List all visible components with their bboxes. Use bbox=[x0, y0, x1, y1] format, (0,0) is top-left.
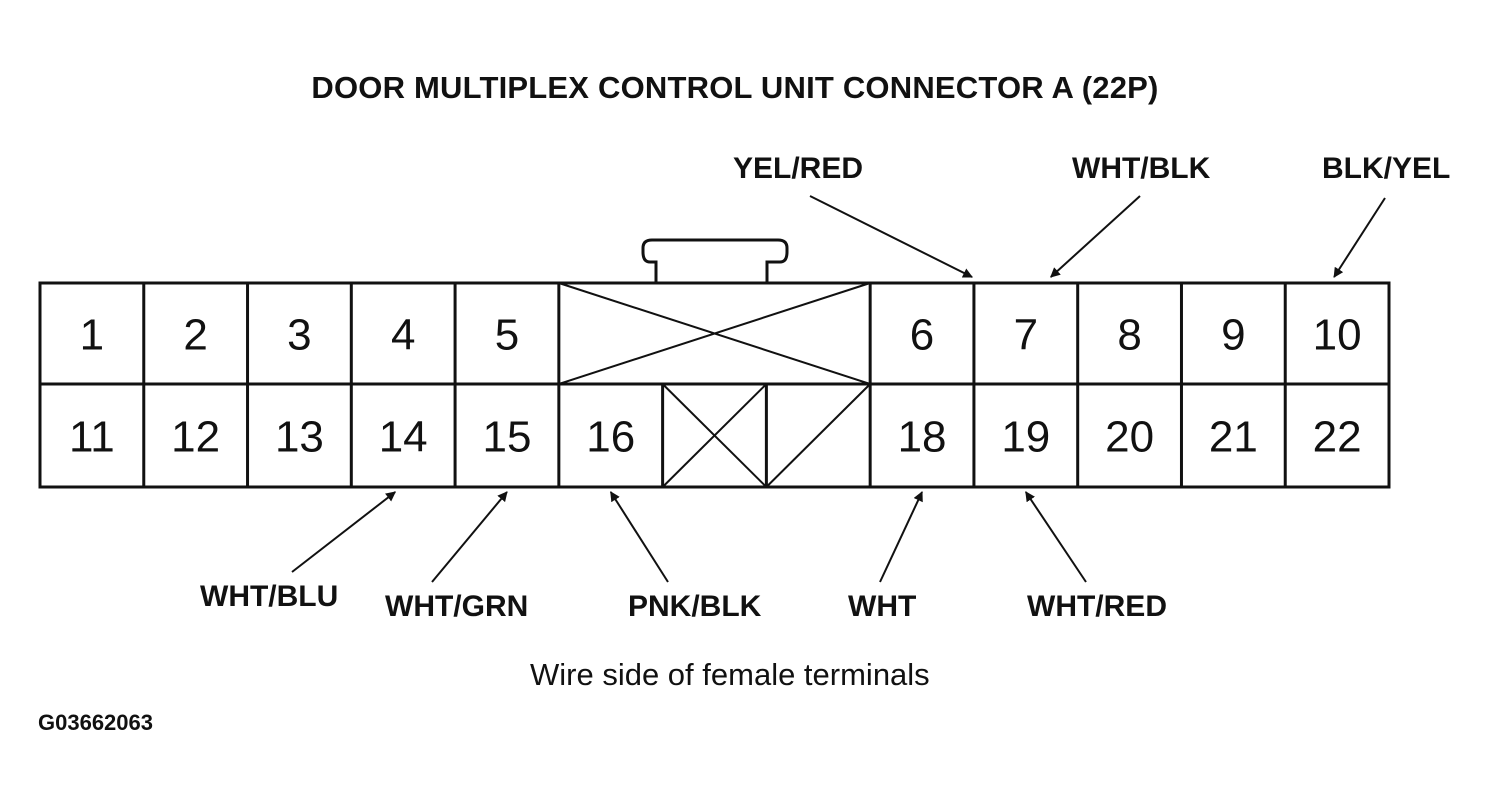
wire-label-pin-19: WHT/RED bbox=[1027, 590, 1167, 623]
diagram-caption: Wire side of female terminals bbox=[530, 657, 930, 692]
pin-number-20: 20 bbox=[1105, 413, 1154, 462]
leader-arrow-pin-16 bbox=[609, 491, 669, 583]
leader-arrow-pin-7 bbox=[1050, 195, 1141, 278]
pin-number-13: 13 bbox=[275, 413, 324, 462]
leader-arrow-pin-15 bbox=[431, 491, 508, 583]
pin-number-7: 7 bbox=[1014, 311, 1038, 360]
pin-number-2: 2 bbox=[183, 311, 207, 360]
leader-arrow-pin-19 bbox=[1024, 491, 1087, 583]
leader-arrow-pin-6 bbox=[809, 195, 973, 278]
pin-number-8: 8 bbox=[1117, 311, 1141, 360]
pin-number-12: 12 bbox=[171, 413, 220, 462]
wire-label-pin-7: WHT/BLK bbox=[1072, 152, 1211, 185]
wire-label-pin-10: BLK/YEL bbox=[1322, 152, 1451, 185]
pin-number-14: 14 bbox=[379, 413, 428, 462]
figure-code: G03662063 bbox=[38, 710, 153, 735]
pin-number-1: 1 bbox=[80, 311, 104, 360]
pin-number-16: 16 bbox=[586, 413, 635, 462]
pin-number-10: 10 bbox=[1313, 311, 1362, 360]
connector-lock-tab bbox=[641, 238, 789, 283]
wire-label-pin-15: WHT/GRN bbox=[385, 590, 529, 623]
diagram-title: DOOR MULTIPLEX CONTROL UNIT CONNECTOR A … bbox=[311, 70, 1159, 105]
pin-number-3: 3 bbox=[287, 311, 311, 360]
pin-number-9: 9 bbox=[1221, 311, 1245, 360]
blank-cavity bbox=[558, 282, 871, 385]
pin-number-18: 18 bbox=[898, 413, 947, 462]
leader-arrow-pin-18 bbox=[879, 491, 923, 583]
wire-label-pin-14: WHT/BLU bbox=[200, 580, 339, 613]
pin-number-19: 19 bbox=[1001, 413, 1050, 462]
pin-number-6: 6 bbox=[910, 311, 934, 360]
wire-label-pin-16: PNK/BLK bbox=[628, 590, 762, 623]
pin-number-22: 22 bbox=[1313, 413, 1362, 462]
pin-number-4: 4 bbox=[391, 311, 415, 360]
pin-number-5: 5 bbox=[495, 311, 519, 360]
wire-label-pin-6: YEL/RED bbox=[733, 152, 864, 185]
pin-number-15: 15 bbox=[482, 413, 531, 462]
pin-number-11: 11 bbox=[69, 413, 115, 462]
pin-number-21: 21 bbox=[1209, 413, 1258, 462]
leader-arrow-pin-10 bbox=[1333, 197, 1386, 278]
leader-arrow-pin-14 bbox=[291, 491, 396, 573]
blank-cavity bbox=[765, 383, 871, 488]
blank-cavity bbox=[661, 383, 768, 488]
wire-label-pin-18: WHT bbox=[848, 590, 917, 623]
